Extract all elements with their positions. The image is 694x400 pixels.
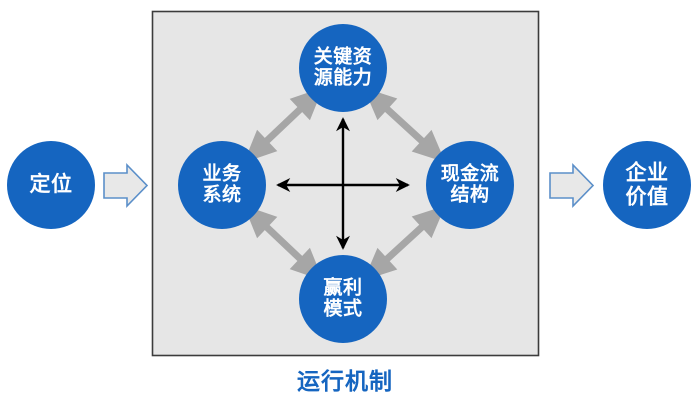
node-circle-cash-flow[interactable] — [426, 141, 514, 229]
flow-arrow-group — [103, 163, 595, 208]
node-circle-profit-model[interactable] — [299, 255, 387, 343]
node-circle-group — [7, 24, 691, 343]
connector-business-to-resource — [243, 87, 324, 163]
connector-group-axes — [276, 117, 410, 250]
connector-profit-to-cashflow — [363, 205, 446, 281]
flow-arrow-left — [103, 163, 149, 208]
connector-resource-to-cashflow — [363, 87, 446, 163]
node-circle-positioning[interactable] — [7, 141, 95, 229]
flow-arrow-right — [549, 163, 595, 208]
node-circle-enterprise-value[interactable] — [603, 141, 691, 229]
node-circle-key-resource[interactable] — [299, 24, 387, 112]
diagram-caption: 运行机制 — [297, 369, 393, 395]
connector-business-to-profit — [243, 205, 324, 281]
node-circle-business-system[interactable] — [178, 141, 266, 229]
connector-group-diagonal — [243, 87, 446, 281]
